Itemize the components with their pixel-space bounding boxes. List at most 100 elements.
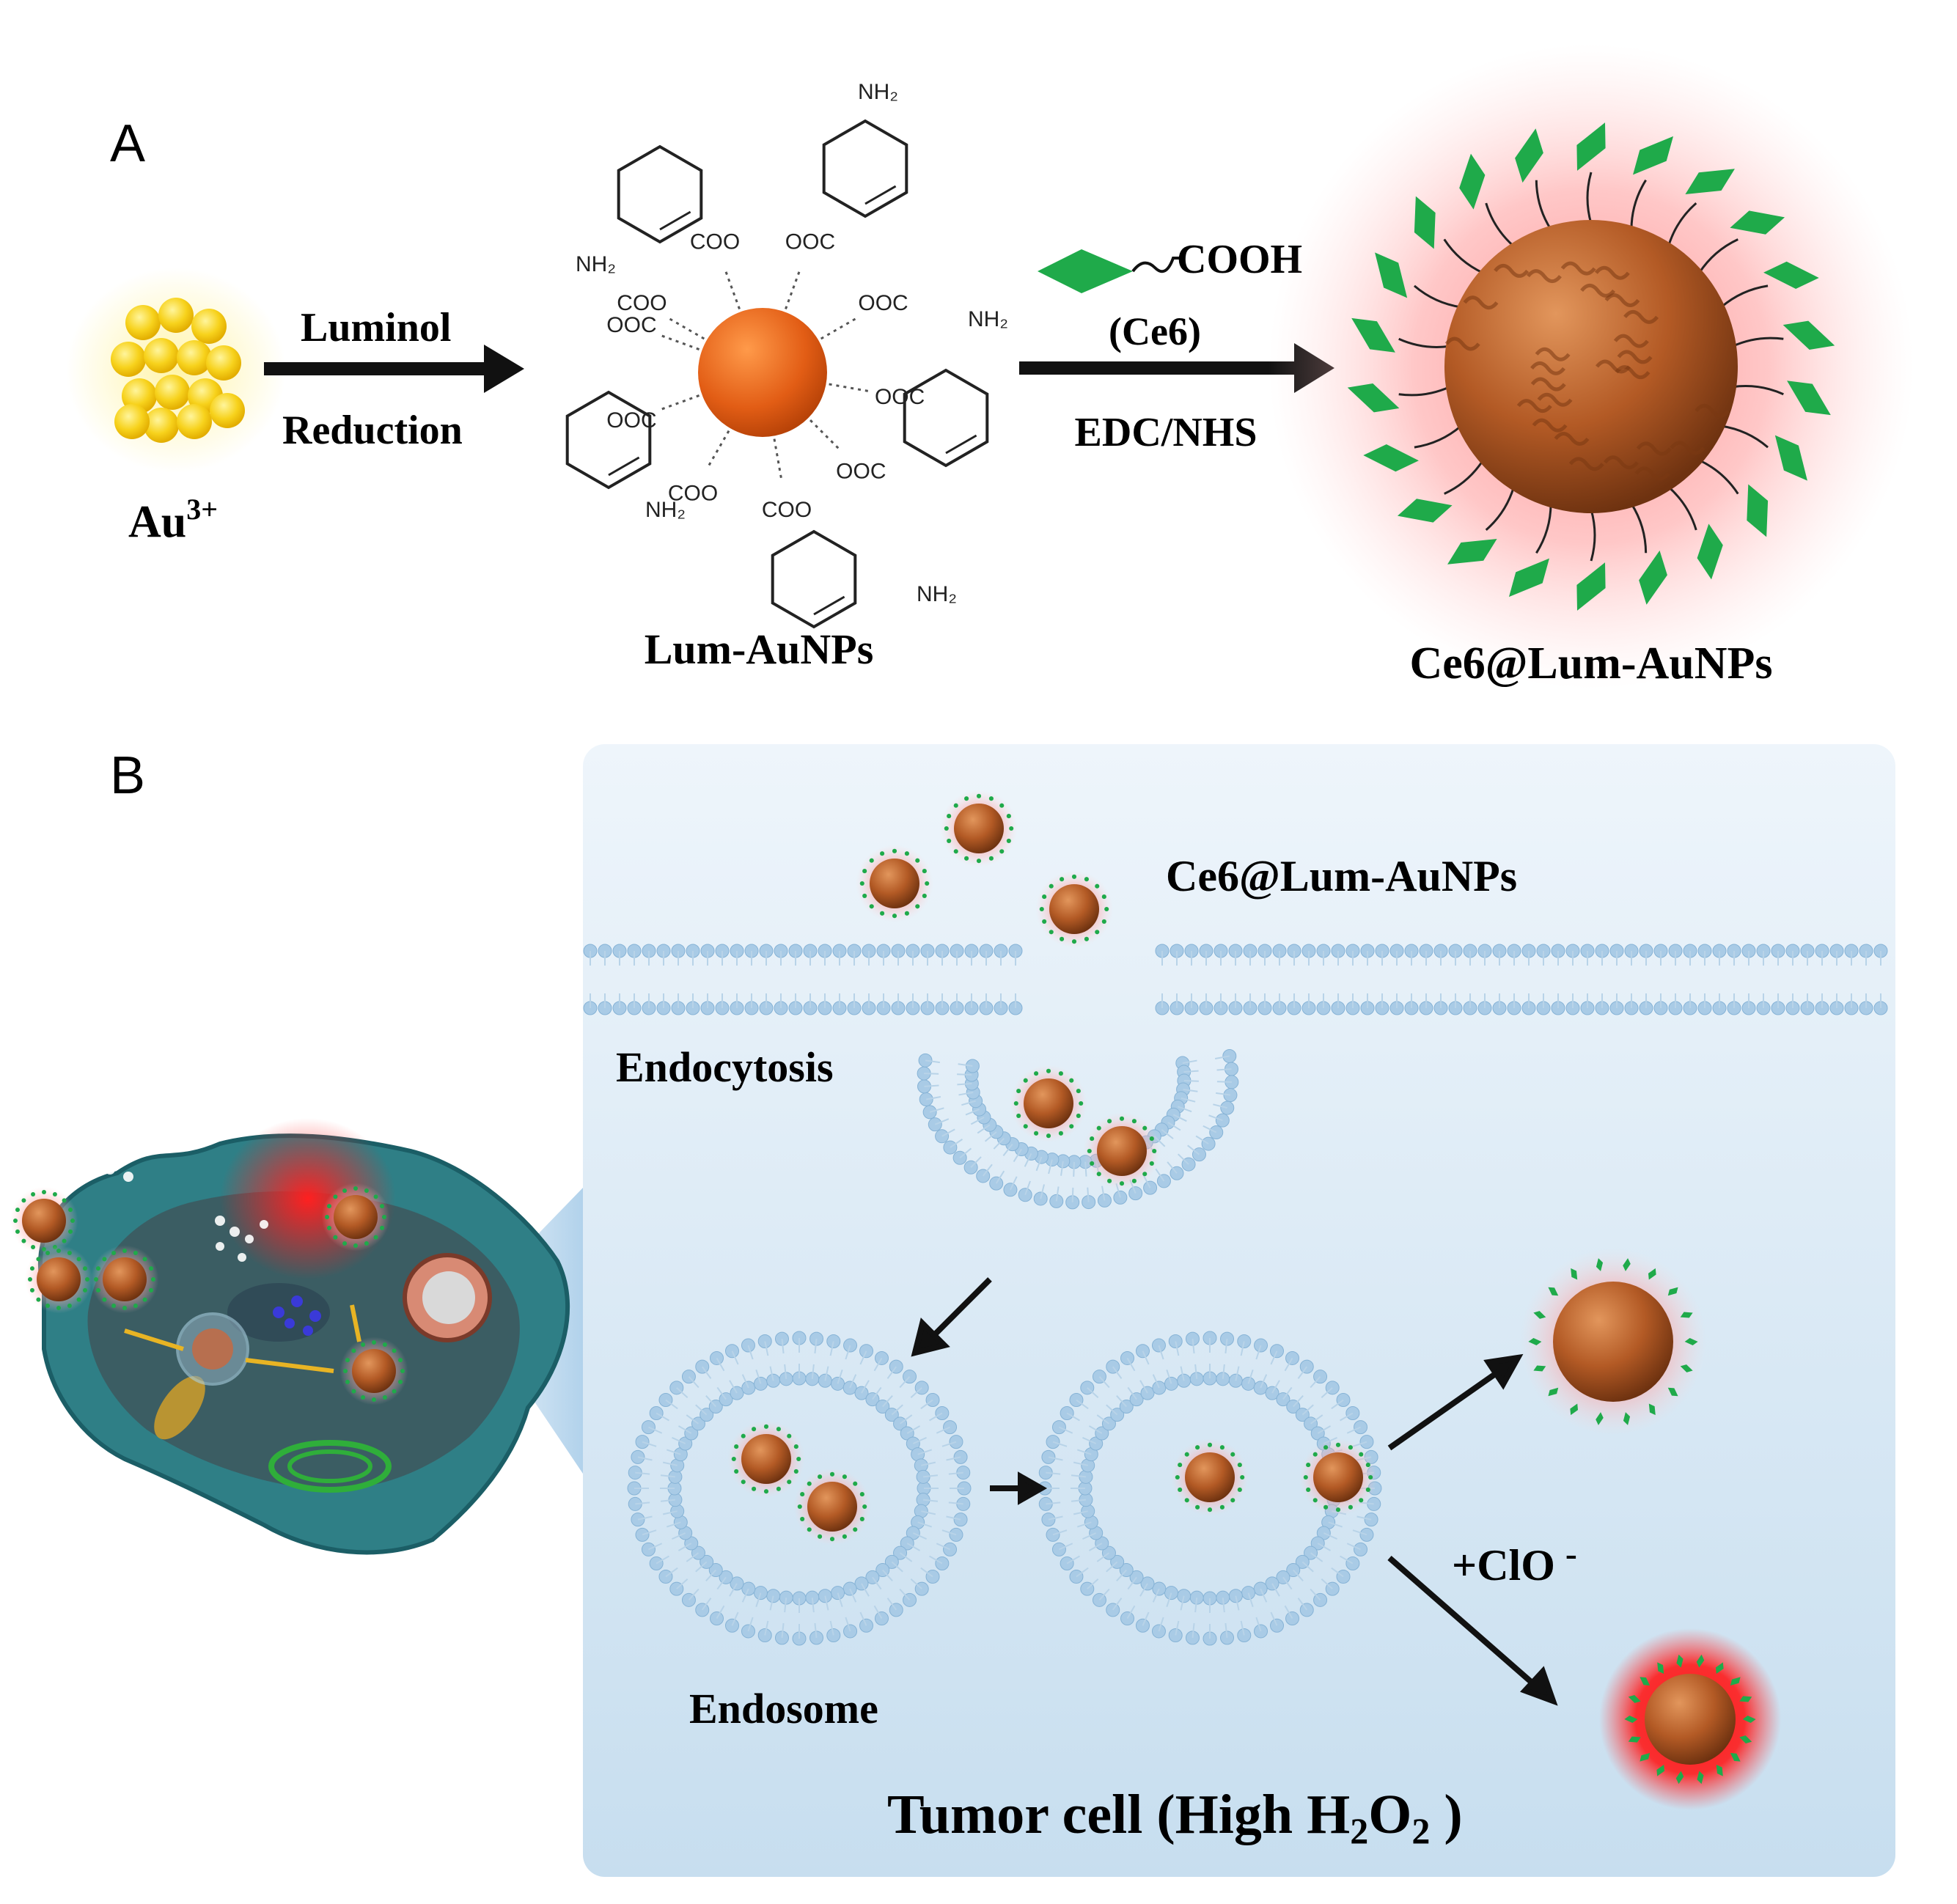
lipid-tail	[925, 1059, 940, 1064]
ce6-diamond-icon	[1628, 1736, 1641, 1743]
ce6-dot	[1365, 1463, 1370, 1468]
lipid-tail	[1024, 1180, 1031, 1196]
ce6-diamond-icon	[1628, 1695, 1641, 1703]
lipid-tail	[1106, 1404, 1118, 1416]
ce6-diamond-icon	[1680, 1364, 1693, 1372]
ce6-diamond-icon	[1623, 1258, 1631, 1271]
lipid-tail	[1224, 1622, 1228, 1638]
ce6-dot	[342, 1188, 348, 1193]
lipid-tail	[1076, 1449, 1092, 1455]
lipid-tail	[1271, 1380, 1280, 1394]
ce6-dot	[880, 911, 885, 916]
lipid-tail	[1183, 1089, 1198, 1092]
lipid-tail	[672, 1532, 686, 1540]
ce6-dot	[859, 881, 864, 886]
ce6-dot	[85, 1277, 89, 1282]
lipid-tail	[1046, 1471, 1061, 1475]
lipid-tail	[705, 1394, 716, 1408]
ce6-dot	[787, 1433, 792, 1438]
coordination-bond	[724, 268, 741, 310]
lipid-tail	[950, 1139, 963, 1148]
ce6-dot	[752, 1486, 757, 1491]
ce6-diamond-icon	[1347, 383, 1400, 413]
ce6-diamond-icon	[1730, 1753, 1741, 1762]
lipid-tail	[656, 1555, 669, 1565]
product-label: Ce6@Lum-AuNPs	[1409, 639, 1772, 688]
lipid-tail	[729, 1380, 738, 1394]
lipid-tail	[656, 1412, 669, 1422]
lipid-tail	[1352, 1529, 1367, 1536]
lipid-tail	[660, 1499, 676, 1502]
ce6-dot	[31, 1191, 36, 1197]
small-nanoparticle	[856, 845, 933, 922]
ce6-dot	[999, 849, 1005, 854]
lipid-tail	[1035, 1156, 1043, 1172]
lipid-tail	[705, 1569, 716, 1582]
ce6-diamond-icon	[1640, 1677, 1651, 1686]
ce6-dot	[818, 1474, 823, 1480]
ligand-group-label: OOC	[606, 408, 656, 433]
ce6-dot	[392, 1348, 397, 1353]
arrow-to-quenched	[1387, 1368, 1502, 1451]
ce6-diamond-icon	[1414, 196, 1436, 249]
amine-label: NH₂	[576, 252, 616, 276]
ce6-dot	[382, 1342, 387, 1347]
lipid-tail	[1013, 1148, 1023, 1163]
lipid-tail	[1180, 1595, 1185, 1611]
lipid-tail	[1271, 1583, 1280, 1597]
ce6-dot	[1359, 1498, 1364, 1503]
ce6-dot	[380, 1204, 385, 1209]
ce6-dot	[1084, 877, 1089, 882]
cell-illustration	[37, 1118, 570, 1555]
lipid-tail	[1139, 1583, 1148, 1597]
gold-atom	[206, 345, 241, 381]
ce6-dot	[361, 1395, 366, 1400]
lipid-tail	[1116, 1569, 1127, 1582]
lipid-tail	[814, 1339, 818, 1354]
lipid-tail	[642, 1529, 657, 1536]
lipid-tail	[829, 1341, 834, 1356]
surface-texture	[1537, 392, 1573, 407]
lipid-tail	[965, 1109, 980, 1116]
gold-atom	[111, 342, 146, 377]
lipid-tail	[924, 1084, 939, 1087]
lipid-tail	[741, 1588, 749, 1603]
linker	[1667, 485, 1697, 531]
ce6-dot	[21, 1198, 26, 1203]
ce6-dot	[94, 1277, 98, 1282]
ce6-dot	[1149, 1136, 1154, 1142]
surface-texture	[1527, 269, 1562, 284]
linker	[1398, 337, 1450, 348]
ce6-dot	[62, 1238, 67, 1243]
lipid-tail	[958, 1063, 973, 1067]
lipid-tail	[1084, 1161, 1087, 1177]
panel-b: B	[10, 744, 1895, 1877]
lipid-tail	[1222, 1364, 1225, 1379]
lipid-tail	[1098, 1588, 1110, 1601]
ce6-dot	[149, 1287, 154, 1293]
lipid-tail	[886, 1366, 897, 1379]
lipid-tail	[1346, 1426, 1361, 1434]
nanoparticle-core	[22, 1199, 66, 1243]
ce6-diamond-icon	[1351, 317, 1395, 353]
lipid-tail	[731, 1350, 739, 1365]
gold-atom	[158, 298, 194, 333]
ce6-dot	[36, 1257, 41, 1262]
lipid-tail	[1161, 1129, 1174, 1139]
nanoparticle-core	[1024, 1078, 1073, 1128]
nanoparticle-core	[1313, 1452, 1363, 1502]
coordination-bond	[706, 430, 730, 468]
ce6-dot	[1101, 894, 1106, 900]
nanoparticle-core	[1444, 220, 1738, 513]
lipid-tail	[1175, 1620, 1180, 1636]
ce6-dot	[1312, 1452, 1318, 1457]
lipid-tail	[1180, 1366, 1185, 1381]
surface-texture	[1615, 365, 1651, 380]
ce6-dot	[859, 1492, 864, 1497]
ce6-diamond-icon	[1623, 1412, 1631, 1425]
ce6-dot	[1034, 1071, 1039, 1076]
ce6-dot	[326, 1225, 331, 1230]
lipid-tail	[926, 1096, 941, 1100]
lipid-tail	[1127, 1386, 1137, 1400]
lipid-tail	[845, 1345, 851, 1360]
